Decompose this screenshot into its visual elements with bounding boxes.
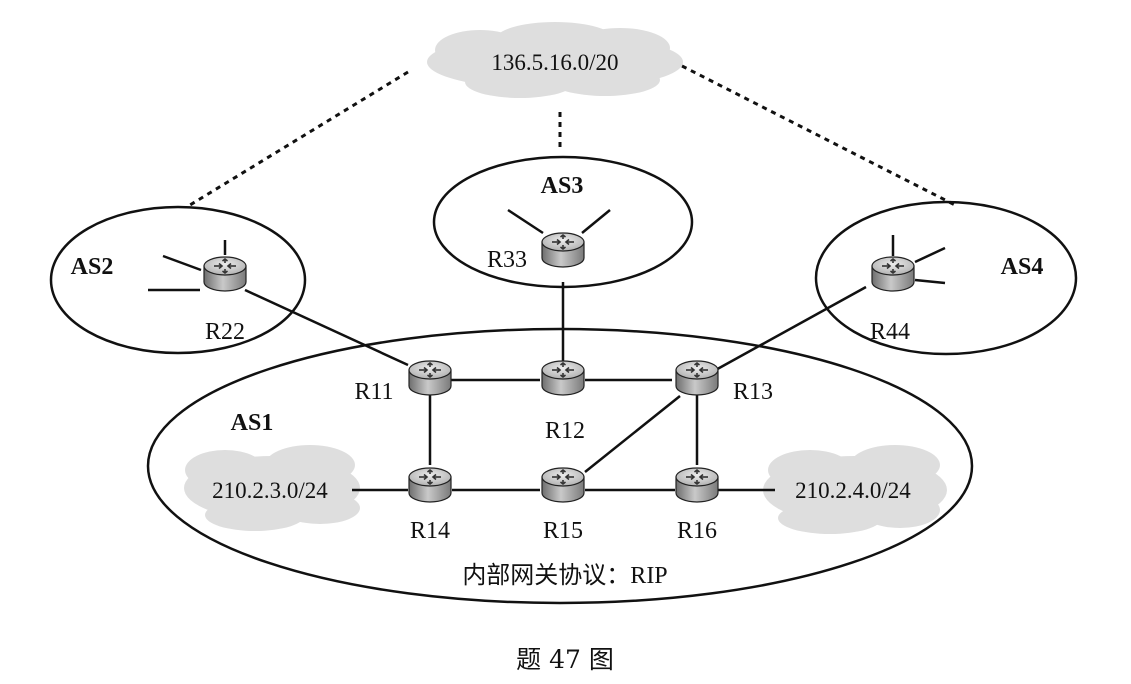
router-r11-label: R11	[354, 379, 393, 405]
router-r33-icon	[541, 232, 585, 268]
router-r11-icon	[408, 360, 452, 396]
network-label-top: 136.5.16.0/20	[491, 50, 618, 75]
as4-boundary	[814, 200, 1078, 356]
router-r14-icon	[408, 467, 452, 503]
as3-label: AS3	[541, 173, 584, 199]
dotted-links	[189, 64, 956, 207]
figure-caption: 题 47 图	[516, 645, 614, 674]
router-r15-icon	[541, 467, 585, 503]
as4-label: AS4	[1001, 254, 1044, 280]
network-label-left: 210.2.3.0/24	[212, 478, 328, 503]
network-label-right: 210.2.4.0/24	[795, 478, 911, 503]
stub-lines	[148, 208, 946, 292]
protocol-label: 内部网关协议：RIP	[462, 562, 667, 589]
router-r14-label: R14	[410, 518, 450, 544]
router-r12-icon	[541, 360, 585, 396]
router-r16-icon	[675, 467, 719, 503]
as2-label: AS2	[71, 254, 114, 280]
router-r16-label: R16	[677, 518, 717, 544]
router-r12-label: R12	[545, 418, 585, 444]
router-r33-label: R33	[487, 247, 527, 273]
as2-boundary	[49, 205, 307, 355]
links	[244, 282, 867, 492]
router-r22-icon	[203, 256, 247, 292]
cloud-right	[763, 445, 947, 534]
cloud-left	[184, 445, 360, 531]
as1-label: AS1	[231, 410, 274, 436]
router-r15-label: R15	[543, 518, 583, 544]
router-r44-label: R44	[870, 319, 910, 345]
cloud-top	[427, 22, 683, 98]
router-r22-label: R22	[205, 319, 245, 345]
router-r13-icon	[675, 360, 719, 396]
router-r44-icon	[871, 256, 915, 292]
router-r13-label: R13	[733, 379, 773, 405]
as1-boundary	[146, 327, 974, 605]
